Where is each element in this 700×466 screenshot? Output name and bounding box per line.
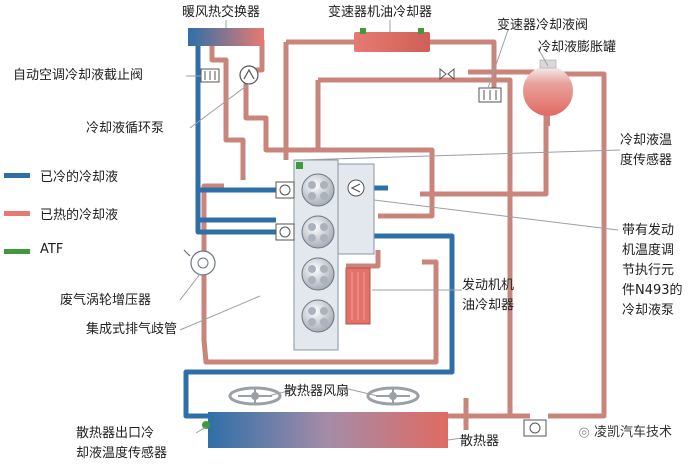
engine-coolant-pump-icon [347,179,365,197]
cylinder-3 [301,257,335,291]
turbocharger-icon [183,249,216,276]
label-ac-shutoff-valve: 自动空调冷却液截止阀 [13,68,144,83]
transmission-oil-cooler [354,32,430,52]
aux-pump-lower-icon [275,223,295,241]
wechat-icon: ◎ [578,425,594,440]
legend-swatch-hot [4,211,30,216]
label-circulation-pump: 冷却液循环泵 [86,121,165,136]
legend-cold-label: 已冷的冷却液 [40,170,119,185]
cylinder-2 [301,215,335,249]
label-transmission-oil-cooler: 变速器机油冷却器 [328,5,433,20]
label-engine-temp-actuator-pump: 带有发动 机温度调 节执行元 件N493的 冷却液泵 [622,223,683,318]
legend-hot-label: 已热的冷却液 [40,208,119,223]
radiator-fan-right-icon [366,386,420,406]
legend-swatch-atf [4,249,30,254]
engine-block [275,159,375,351]
engine-oil-cooler [345,267,371,325]
transmission-coolant-valve [478,87,502,103]
radiator-outlet-sensor-dot [202,421,210,429]
atf-port-left [360,28,366,34]
atf-port-right [418,28,424,34]
legend-swatch-cold [4,173,30,178]
label-radiator-fan: 散热器风扇 [284,384,350,399]
label-exhaust-manifold: 集成式排气歧管 [86,322,178,337]
hot-coolant-pipes [201,36,607,430]
label-engine-oil-cooler: 发动机机 油冷却器 [462,278,515,313]
leader-lines [179,20,621,441]
label-radiator: 散热器 [460,434,500,449]
label-coolant-temp-sensor: 冷却液温 度传感器 [620,133,673,168]
expansion-tank [523,59,573,126]
coolant-temp-sensor-dot [296,162,303,169]
label-heater-core: 暖风热交换器 [182,5,261,20]
legend-atf-label: ATF [40,242,64,257]
cold-coolant-pipes [183,40,455,419]
label-expansion-tank: 冷却液膨胀罐 [538,40,617,55]
watermark-text: 凌凯汽车技术 [593,425,672,440]
radiator-fan-left-icon [228,386,282,406]
label-radiator-outlet-sensor: 散热器出口冷 却液温度传感器 [76,426,168,461]
check-valve [439,67,455,81]
label-transmission-coolant-valve: 变速器冷却液阀 [497,18,589,33]
ac-shutoff-valve [200,68,220,83]
aux-pump-upper-icon [275,181,295,199]
radiator-aux-pump-icon [523,419,547,437]
heater-core [188,28,264,46]
cylinder-1 [301,173,335,207]
label-turbocharger: 废气涡轮增压器 [60,293,152,308]
watermark: ◎ 凌凯汽车技术 [579,421,673,440]
cylinder-4 [301,299,335,333]
circulation-pump-icon [239,65,259,85]
radiator [208,412,448,448]
